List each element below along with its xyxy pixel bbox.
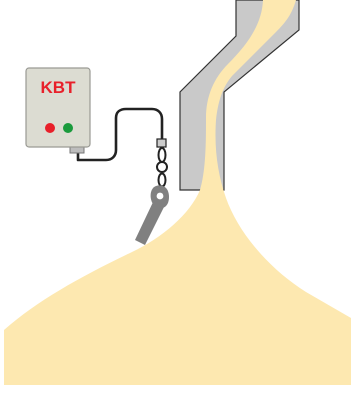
sensor-cable: [76, 107, 164, 162]
cable-clamp: [156, 138, 167, 148]
chain-link: [157, 172, 167, 188]
chain-link: [156, 161, 168, 173]
red-indicator-light: [45, 123, 55, 133]
probe-eye: [156, 192, 164, 200]
tilt-sensor-probe: [135, 185, 169, 245]
brand-label: KBT: [41, 78, 77, 97]
control-box: KBT: [25, 67, 91, 154]
chute-wall: [179, 0, 300, 191]
probe-body: [135, 200, 165, 245]
control-box-housing: [25, 67, 91, 148]
chain-link: [157, 147, 167, 163]
chain-links: [156, 138, 168, 188]
green-indicator-light: [63, 123, 73, 133]
material-pile: [4, 0, 351, 385]
